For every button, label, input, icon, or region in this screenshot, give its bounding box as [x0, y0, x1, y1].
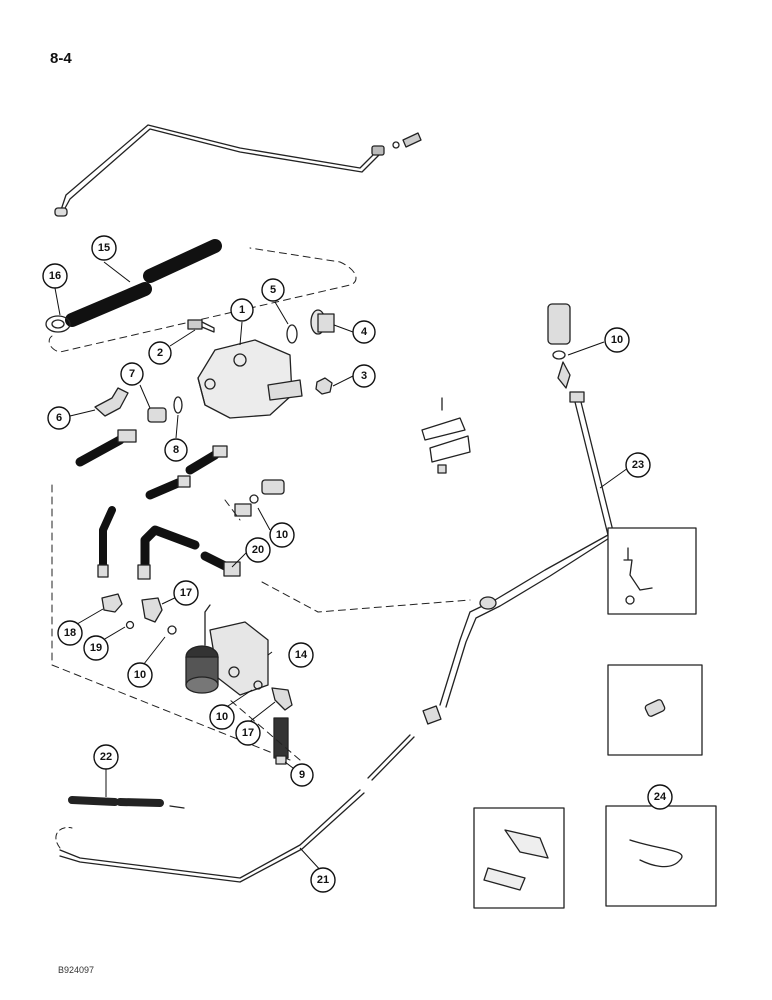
svg-text:20: 20: [252, 544, 264, 556]
svg-text:18: 18: [64, 627, 76, 639]
valve-14: [185, 604, 269, 696]
bracket-kit-a: [421, 397, 471, 474]
kit-box-1: [607, 527, 697, 615]
callout-15: 15: [91, 235, 117, 261]
top-tube: [54, 124, 422, 217]
callout-9: 9: [290, 763, 314, 787]
line-21: [55, 699, 415, 883]
callout-10b: 10: [269, 522, 295, 548]
svg-text:21: 21: [317, 874, 329, 886]
hose-assemblies: [51, 429, 291, 761]
callout-19: 19: [83, 635, 109, 661]
svg-text:10: 10: [611, 334, 623, 346]
callout-10c: 10: [127, 662, 153, 688]
fitting-4: [310, 309, 335, 335]
svg-text:5: 5: [270, 284, 276, 296]
svg-text:19: 19: [90, 642, 102, 654]
pump-1: [197, 339, 303, 419]
callout-7: 7: [120, 362, 144, 386]
fitting-7: [147, 407, 167, 423]
svg-text:17: 17: [180, 587, 192, 599]
callout-10a: 10: [604, 327, 630, 353]
elbow-6: [94, 387, 129, 417]
kit-box-4: [605, 805, 717, 907]
oring-8: [173, 396, 183, 414]
kit-box-2: [607, 664, 703, 756]
callout-5: 5: [261, 278, 285, 302]
callout-21: 21: [310, 867, 336, 893]
callout-14: 14: [288, 642, 314, 668]
kit-box-3: [473, 807, 565, 909]
svg-text:15: 15: [98, 242, 110, 254]
oring-5: [286, 324, 298, 344]
page-number: 8-4: [50, 50, 72, 67]
tubes-22: [68, 796, 185, 809]
fitting-9: [273, 717, 289, 765]
svg-text:14: 14: [295, 649, 308, 661]
callout-22: 22: [93, 744, 119, 770]
oring-19: [125, 620, 135, 630]
clamp-16: [45, 315, 71, 333]
bolt-2: [187, 319, 215, 333]
oring-10d: [253, 680, 263, 690]
callout-8: 8: [164, 438, 188, 462]
callout-2: 2: [148, 341, 172, 365]
callout-17b: 17: [235, 720, 261, 746]
svg-text:4: 4: [361, 326, 368, 338]
callout-17a: 17: [173, 580, 199, 606]
svg-text:8: 8: [173, 444, 179, 456]
svg-text:2: 2: [157, 347, 163, 359]
svg-text:10: 10: [216, 711, 228, 723]
fitting-right: [547, 303, 571, 389]
hose-15: [48, 239, 357, 353]
callout-4: 4: [352, 320, 376, 344]
callout-24: 24: [647, 784, 673, 810]
callout-16: 16: [42, 263, 68, 289]
svg-text:9: 9: [299, 769, 305, 781]
callout-3: 3: [352, 364, 376, 388]
svg-text:17: 17: [242, 727, 254, 739]
callout-10d: 10: [209, 704, 235, 730]
callout-6: 6: [47, 406, 71, 430]
oring-10c: [167, 625, 177, 635]
svg-text:6: 6: [56, 412, 62, 424]
svg-text:16: 16: [49, 270, 61, 282]
svg-text:24: 24: [654, 791, 667, 803]
svg-text:10: 10: [134, 669, 146, 681]
callout-18: 18: [57, 620, 83, 646]
svg-text:7: 7: [129, 368, 135, 380]
svg-text:10: 10: [276, 529, 288, 541]
svg-text:22: 22: [100, 751, 112, 763]
tee-18: [101, 593, 123, 613]
nut-3: [315, 377, 333, 395]
callout-20: 20: [245, 537, 271, 563]
svg-text:3: 3: [361, 370, 367, 382]
callout-23: 23: [625, 452, 651, 478]
tee-17a: [141, 597, 163, 623]
svg-text:1: 1: [239, 304, 245, 316]
callout-1: 1: [230, 298, 254, 322]
document-code: B924097: [58, 965, 95, 975]
elbow-17b: [271, 687, 293, 711]
svg-text:23: 23: [632, 459, 644, 471]
